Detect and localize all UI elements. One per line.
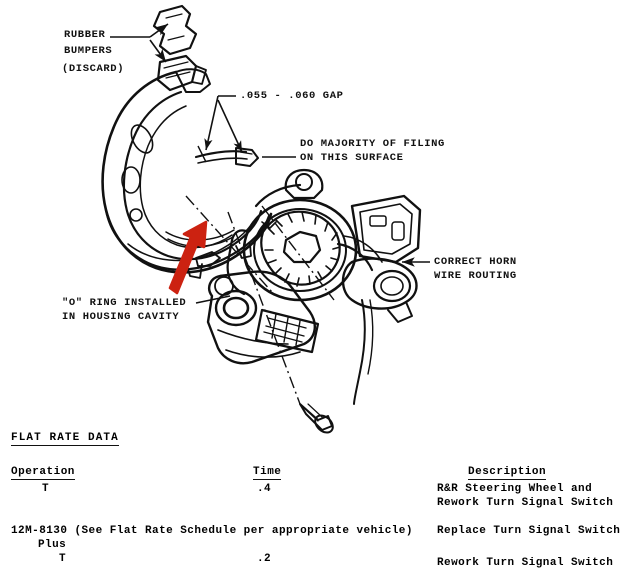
callout-rubber-bumpers-line3: (DISCARD) (62, 63, 125, 75)
callout-rubber-bumpers-line2: BUMPERS (64, 45, 113, 57)
callout-horn-wire-routing-line1: CORRECT HORN (434, 256, 517, 268)
row-3-operation: T (59, 553, 67, 565)
callout-horn-wire-routing-line2: WIRE ROUTING (434, 270, 517, 282)
turn-signal-switch-housing (206, 168, 422, 405)
red-highlight-arrow (168, 220, 208, 295)
callout-gap: .055 - .060 GAP (240, 90, 344, 102)
flat-rate-data-section: FLAT RATE DATA Operation Time Descriptio… (0, 428, 620, 576)
column-header-description: Description (468, 466, 547, 480)
assembly-centerline (185, 195, 335, 405)
row-2-description-line1: Replace Turn Signal Switch (437, 525, 620, 537)
callout-filing-surface-line2: ON THIS SURFACE (300, 152, 404, 164)
column-header-operation: Operation (11, 466, 75, 480)
row-1-description-line1: R&R Steering Wheel and (437, 483, 593, 495)
callout-o-ring-line2: IN HOUSING CAVITY (62, 311, 180, 323)
row-1-time: .4 (257, 483, 272, 495)
callout-rubber-bumpers-line1: RUBBER (64, 29, 106, 41)
row-2-operation-sub: Plus (38, 539, 67, 551)
rubber-bumper-installed (156, 54, 207, 92)
callout-filing-surface-line1: DO MAJORITY OF FILING (300, 138, 445, 150)
flat-rate-title: FLAT RATE DATA (11, 432, 119, 446)
row-3-time: .2 (257, 553, 272, 565)
row-1-description-line2: Rework Turn Signal Switch (437, 497, 614, 509)
callout-o-ring-line1: "O" RING INSTALLED (62, 297, 187, 309)
row-3-description-line1: Rework Turn Signal Switch (437, 557, 614, 569)
row-1-operation: T (42, 483, 50, 495)
row-2-operation: 12M-8130 (See Flat Rate Schedule per app… (11, 525, 413, 537)
column-header-time: Time (253, 466, 282, 480)
rubber-bumper-loose (152, 4, 198, 56)
